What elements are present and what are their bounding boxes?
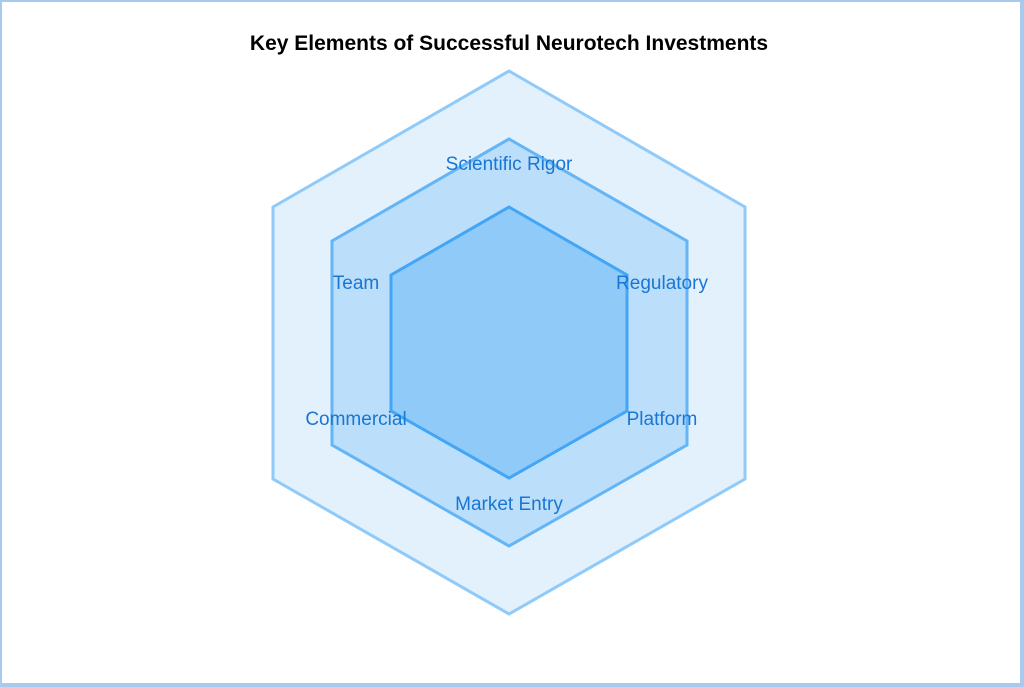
label-market-entry: Market Entry [455,494,563,515]
label-team: Team [332,273,380,294]
label-commercial: Commercial [305,409,407,430]
label-scientific-rigor: Scientific Rigor [445,154,573,175]
label-regulatory: Regulatory [616,273,708,294]
label-platform: Platform [626,409,698,430]
inner-hexagon [389,205,629,480]
diagram-title: Key Elements of Successful Neurotech Inv… [249,32,769,55]
